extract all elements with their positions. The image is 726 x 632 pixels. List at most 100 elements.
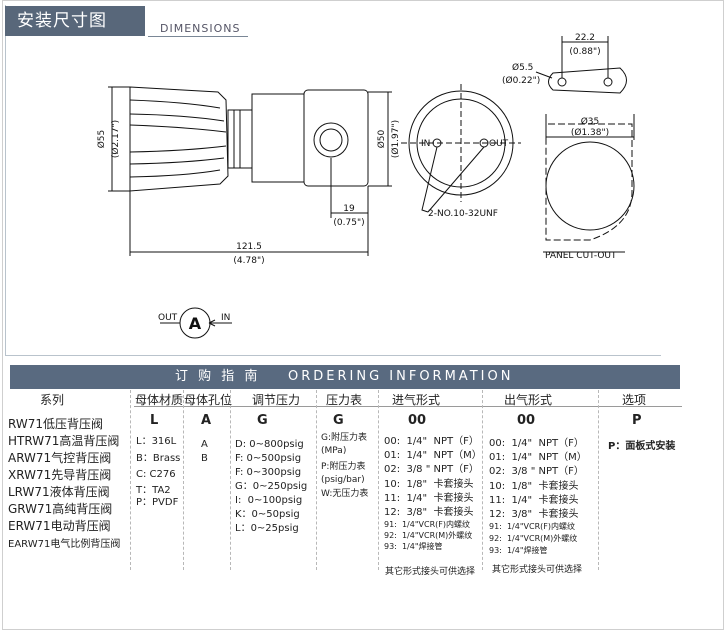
ordering-banner: 订 购 指 南 ORDERING INFORMATION [10,365,680,389]
inlet-option: 01: 1/4" NPT（M） [384,450,482,461]
symbol-in-label: IN [221,313,230,323]
dim-offset-in: (0.75") [333,218,364,228]
series-item: EARW71电气比例背压阀 [8,539,121,550]
series-item: HTRW71高温背压阀 [8,434,120,448]
col-divider [183,390,184,570]
col-divider [482,390,483,570]
pressure-option: G：0~250psig [235,481,308,492]
outlet-option: 91: 1/4"VCR(F)内螺纹 [489,522,575,531]
banner-en: ORDERING INFORMATION [288,369,514,384]
col-material: 母体材质 [135,393,184,407]
series-item: RW71低压背压阀 [8,417,103,431]
code-pressure: G [257,413,268,428]
panel-edge [545,123,633,241]
material-option: L：316L [136,436,177,447]
dim-hole-mm: Ø5.5 [512,62,533,73]
outlet-option: 01: 1/4" NPT（M） [489,452,587,463]
dim-body-mm: Ø50 [376,129,387,148]
series-item: ERW71电动背压阀 [8,519,111,533]
outlet-option: 92: 1/4"VCR(M)外螺纹 [489,534,578,543]
hole-note: 2-NO.10-32UNF [428,209,498,219]
series-item: ARW71气控背压阀 [8,451,112,465]
gauge-option: P:附压力表 [321,462,366,472]
inlet-option: 92: 1/4"VCR(M)外螺纹 [384,531,473,540]
outlet-option: 00: 1/4" NPT（F） [489,438,584,449]
inlet-option: 91: 1/4"VCR(F)内螺纹 [384,520,470,529]
banner-cn: 订 购 指 南 [175,369,261,384]
port-option: B [201,453,208,464]
col-divider [130,390,131,570]
front-in-label: IN [421,139,430,149]
col-divider [230,390,231,570]
code-gauge: G [333,413,344,428]
panel-cutout-circle [545,141,635,231]
material-option: T：TA2 [136,485,171,496]
col-divider [316,390,317,570]
header-rule [134,406,682,407]
inlet-option: 11: 1/4" 卡套接头 [384,493,474,504]
material-option: B：Brass [136,453,181,464]
gauge-option: (psig/bar) [321,475,365,485]
code-outlet: 00 [517,413,536,428]
material-option: C: C276 [136,469,176,480]
pressure-option: F: 0~500psig [235,453,302,464]
pressure-option: K：0~50psig [235,509,300,520]
dim-hole-in: (Ø0.22") [502,75,540,86]
body-port-outer [313,122,349,158]
dim-cutout-mm: Ø35 [581,116,600,127]
pressure-option: D: 0~800psig [235,439,304,450]
dimension-drawing: Ø55 (Ø2.17") Ø50 (Ø1.97") 19 (0.75") 121… [96,33,635,339]
inlet-option: 02: 3/8 " NPT（F） [384,464,479,475]
dim-slot-mm: 22.2 [575,33,595,43]
outlet-option: 12: 3/8" 卡套接头 [489,509,579,520]
pressure-option: F: 0~300psig [235,467,302,478]
material-option: P：PVDF [136,497,179,508]
dim-slot-in: (0.88") [569,47,600,57]
dim-length-mm: 121.5 [236,242,262,252]
symbol-out-label: OUT [158,313,178,323]
col-series: 系列 [40,393,65,407]
inlet-option: 00: 1/4" NPT（F） [384,436,479,447]
col-divider [598,390,599,570]
col-gauge: 压力表 [326,393,363,407]
outlet-note: 其它形式接头可供选择 [492,565,583,575]
inlet-option: 10: 1/8" 卡套接头 [384,479,474,490]
gauge-option: W:无压力表 [321,489,369,499]
inlet-note: 其它形式接头可供选择 [385,567,476,577]
title-underline [148,36,248,37]
code-material: L [150,413,159,428]
col-pressure: 调节压力 [252,393,301,407]
dim-body-in: (Ø1.97") [390,120,401,158]
outlet-option: 10: 1/8" 卡套接头 [489,481,579,492]
gauge-option: (MPa) [321,446,347,456]
port-option: A [201,439,208,450]
body-port-inner [319,128,343,152]
dim-height-mm: Ø55 [96,130,107,149]
col-port-position: 母体孔位 [184,393,233,407]
pressure-option: L：0~25psig [235,523,299,534]
outlet-option: 11: 1/4" 卡套接头 [489,495,579,506]
code-port: A [201,413,212,428]
pressure-option: I: 0~100psig [235,495,303,506]
dim-height-in: (Ø2.17") [110,120,121,158]
mount-plate [548,67,627,94]
series-item: LRW71液体背压阀 [8,485,110,499]
outlet-option: 93: 1/4"焊接管 [489,546,548,555]
code-option: P [632,413,642,428]
col-outlet: 出气形式 [504,393,553,407]
col-inlet: 进气形式 [392,393,441,407]
outlet-option: 02: 3/8 " NPT（F） [489,466,584,477]
dim-offset-mm: 19 [343,204,355,214]
section-title: 安装尺寸图 [5,6,145,36]
symbol-letter: A [189,314,202,333]
inlet-option: 12: 3/8" 卡套接头 [384,507,474,518]
code-inlet: 00 [408,413,427,428]
front-out-label: OUT [489,139,509,149]
col-divider [378,390,379,570]
dim-cutout-in: (Ø1.38") [571,127,609,138]
series-item: GRW71高纯背压阀 [8,502,113,516]
option-item: P：面板式安装 [608,441,676,452]
gauge-option: G:附压力表 [321,433,368,443]
panel-cutout-label: PANEL CUT-OUT [545,251,617,261]
